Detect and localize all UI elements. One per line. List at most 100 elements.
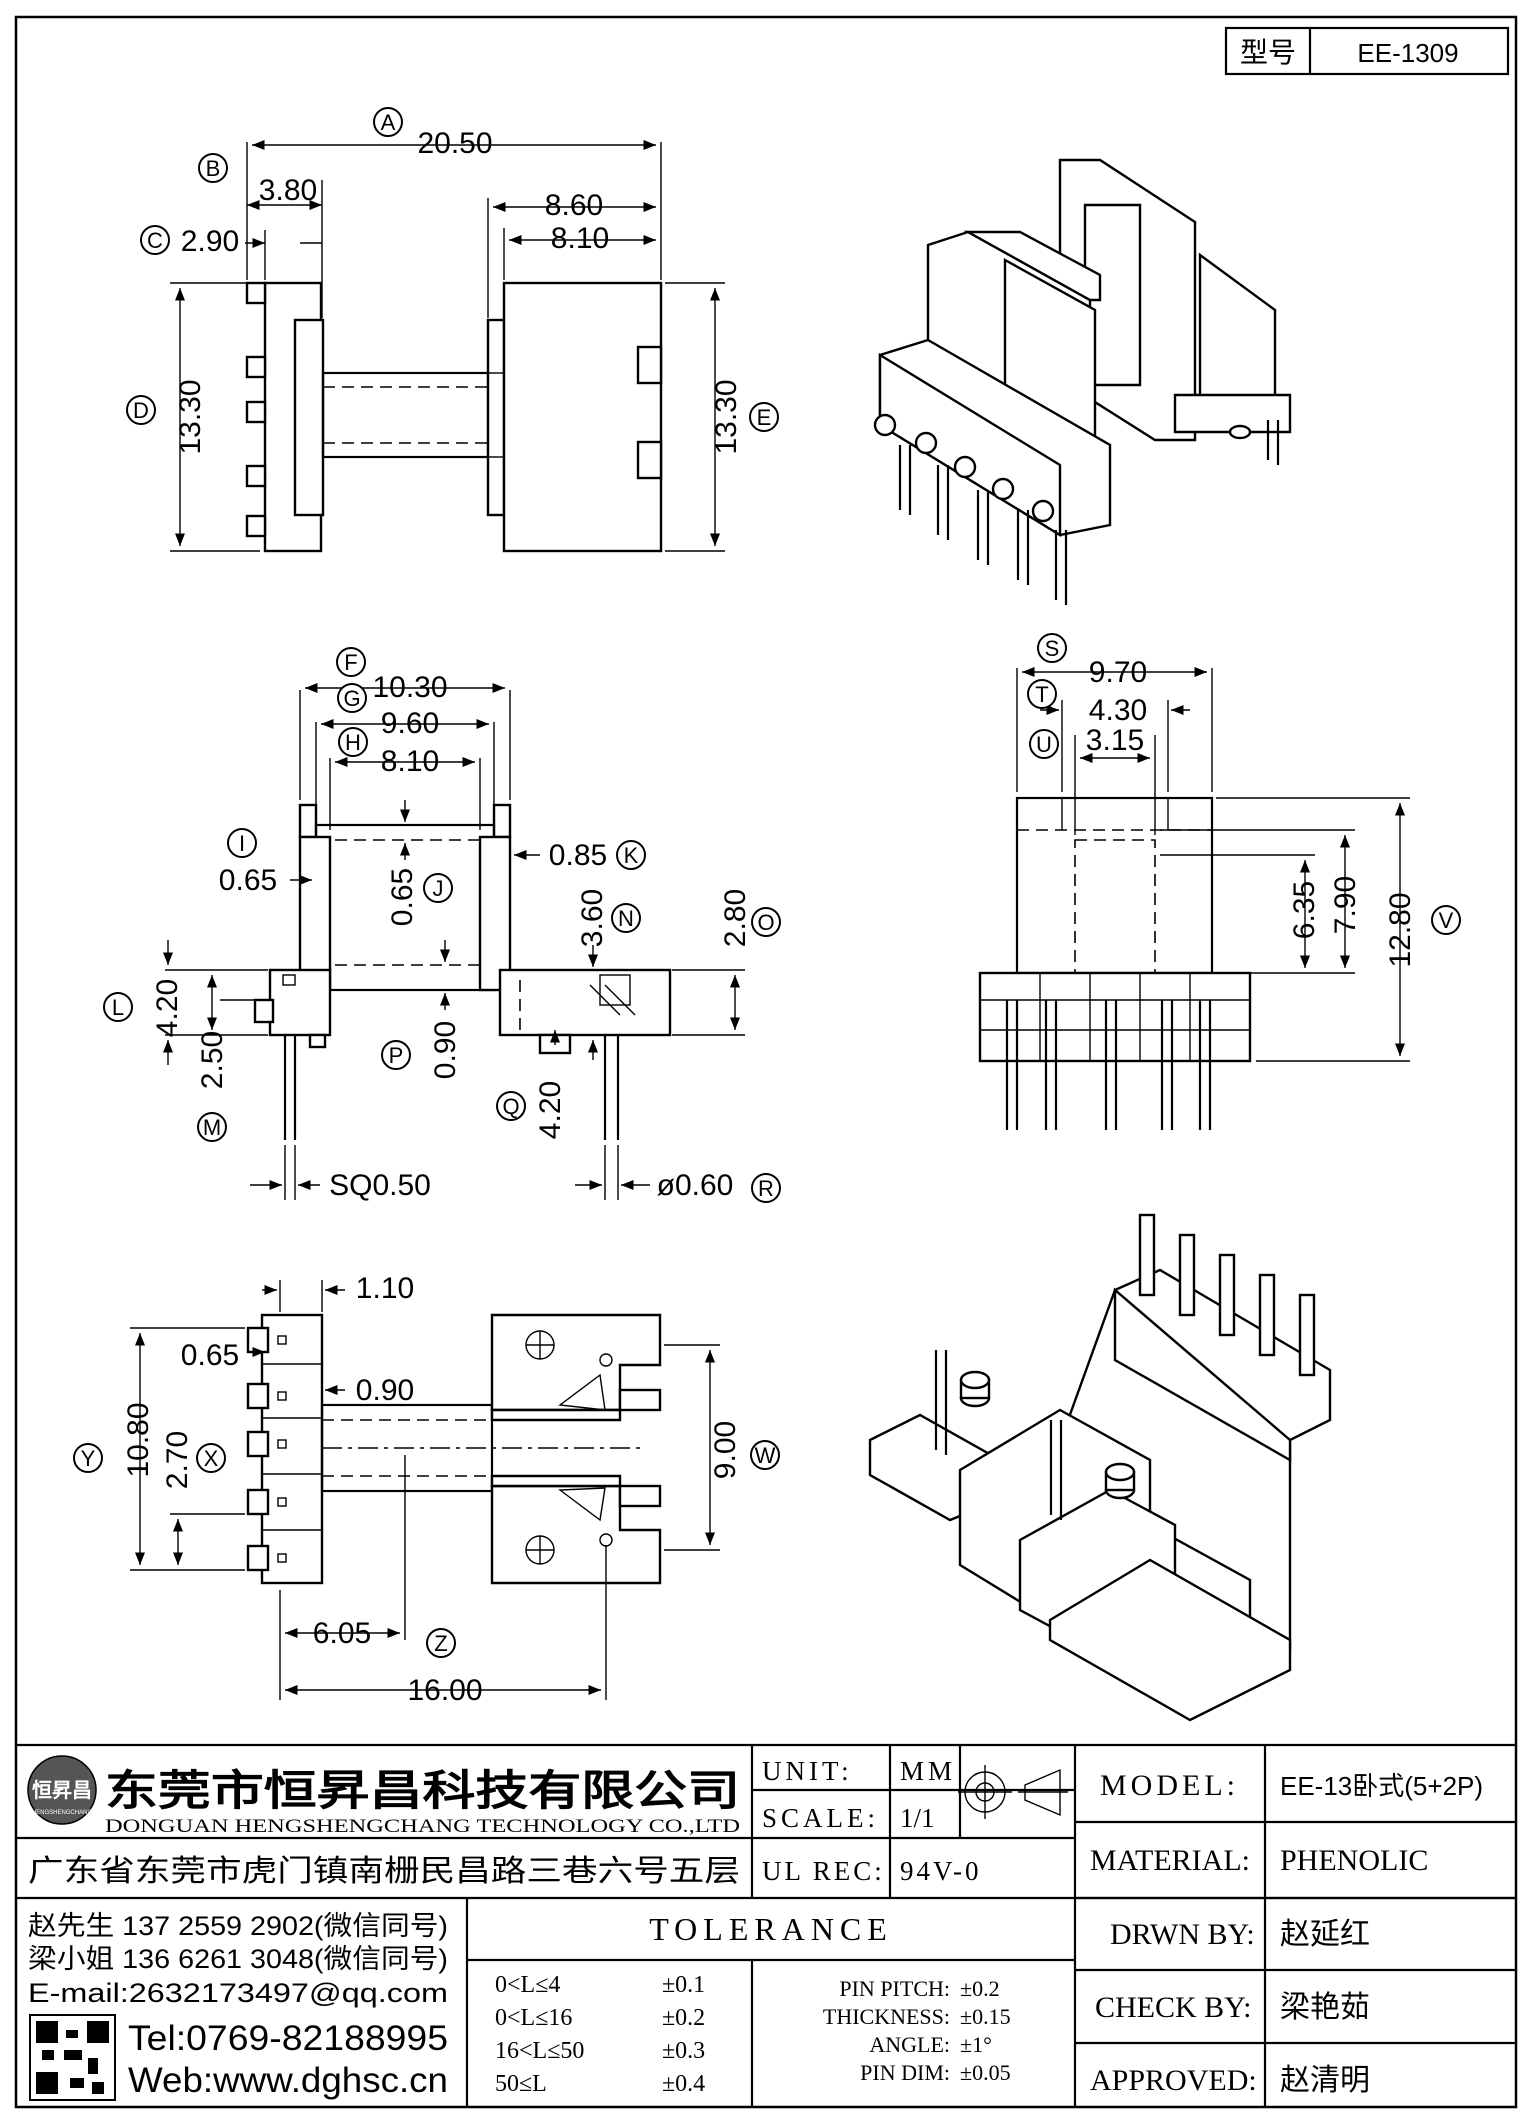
callout-label-r: R xyxy=(758,1176,774,1201)
title-block: 恒昇昌 HENGSHENGCHANG 东莞市恒昇昌科技有限公司 DONGUAN … xyxy=(16,1743,1516,2107)
company-address: 广东省东莞市虎门镇南栅民昌路三巷六号五层 xyxy=(28,1855,740,1888)
tol-item-4: PIN DIM: xyxy=(860,2060,950,2085)
callout-circle-q xyxy=(496,1091,526,1121)
callout-circle-u xyxy=(1029,729,1059,759)
dim-j-value: 0.65 xyxy=(386,868,419,926)
dim-b-value: 3.80 xyxy=(259,174,317,207)
callout-circle-i xyxy=(227,828,257,858)
tol-item-val-1: ±0.2 xyxy=(960,1976,1000,2001)
callout-label-f: F xyxy=(344,650,357,675)
tol-range-val-3: ±0.3 xyxy=(662,2038,705,2064)
drawn-by-label: DRWN BY: xyxy=(1110,1918,1255,1951)
contact-1: 赵先生 137 2559 2902(微信同号) xyxy=(28,1911,448,1941)
view3-dimensions: 10.30 9.60 8.10 0.65 0.65 0.85 4.20 2.50… xyxy=(151,671,752,1202)
callout-label-i: I xyxy=(239,831,245,856)
dim-b110-value: 1.10 xyxy=(356,1272,414,1305)
dim-r-value: ø0.60 xyxy=(657,1169,734,1202)
view-isometric-top xyxy=(873,158,1292,605)
tol-item-2: THICKNESS: xyxy=(823,2004,950,2029)
model-label: MODEL: xyxy=(1100,1769,1239,1802)
callout-label-y: Y xyxy=(81,1446,96,1471)
callout-label-t: T xyxy=(1035,682,1048,707)
callout-label-l: L xyxy=(112,995,124,1020)
callout-circle-h xyxy=(338,727,368,757)
callout-circle-b xyxy=(198,153,228,183)
model-number-box: 型号 EE-1309 xyxy=(1224,26,1510,76)
tol-item-3: ANGLE: xyxy=(869,2032,950,2057)
approved-value: 赵清明 xyxy=(1280,2064,1370,2097)
dim-top-810: 8.10 xyxy=(551,222,609,255)
view1-dimensions: 20.50 3.80 2.90 8.60 8.10 13.30 13.30 xyxy=(170,127,743,552)
contact-2: 梁小姐 136 6261 3048(微信同号) xyxy=(28,1944,448,1974)
callout-circle-s xyxy=(1037,633,1067,663)
view-end xyxy=(978,796,1252,1130)
callout-label-n: N xyxy=(618,906,634,931)
company-logo: 恒昇昌 HENGSHENGCHANG xyxy=(27,1755,97,1825)
scale-label: SCALE: xyxy=(762,1803,879,1833)
model-number-value: EE-1309 xyxy=(1357,38,1458,68)
dim-t-value: 4.30 xyxy=(1089,694,1147,727)
callout-label-v: V xyxy=(1439,908,1454,933)
dim-c-value: 2.90 xyxy=(181,225,239,258)
callout-label-x: X xyxy=(204,1446,219,1471)
dim-v3-value: 6.35 xyxy=(1288,881,1321,939)
drawn-by-value: 赵延红 xyxy=(1280,1918,1370,1951)
model-value: EE-13卧式(5+2P) xyxy=(1280,1771,1483,1801)
tol-range-1: 0<L≤4 xyxy=(495,1972,560,1998)
view-plan xyxy=(246,1313,662,1585)
dim-z1-value: 6.05 xyxy=(313,1617,371,1650)
scale-value: 1/1 xyxy=(900,1803,935,1833)
dim-a-value: 20.50 xyxy=(417,127,492,160)
callout-circle-x xyxy=(196,1443,226,1473)
dim-m-value: 2.50 xyxy=(196,1031,229,1089)
callout-circle-e xyxy=(749,402,779,432)
dim-top-860: 8.60 xyxy=(545,189,603,222)
callout-label-k: K xyxy=(624,843,639,868)
callout-circle-z xyxy=(426,1628,456,1658)
dim-u-value: 3.15 xyxy=(1086,724,1144,757)
dim-l-value: 4.20 xyxy=(151,979,184,1037)
dim-p-value: 0.90 xyxy=(429,1021,462,1079)
callout-label-z: Z xyxy=(434,1631,447,1656)
dim-g-value: 9.60 xyxy=(381,707,439,740)
callout-circle-f xyxy=(336,647,366,677)
material-label: MATERIAL: xyxy=(1090,1844,1250,1877)
model-number-key: 型号 xyxy=(1240,37,1296,68)
dim-e-value: 13.30 xyxy=(710,379,743,454)
callout-circle-l xyxy=(103,992,133,1022)
callout-circle-p xyxy=(381,1040,411,1070)
callout-label-p: P xyxy=(389,1043,404,1068)
tol-range-3: 16<L≤50 xyxy=(495,2038,584,2064)
dim-b065-value: 0.65 xyxy=(181,1339,239,1372)
callout-circle-w xyxy=(750,1440,780,1470)
callout-label-g: G xyxy=(343,686,360,711)
callout-circle-y xyxy=(73,1443,103,1473)
dim-y-value: 10.80 xyxy=(122,1402,155,1477)
tol-item-val-3: ±1° xyxy=(960,2032,992,2057)
dim-w-value: 9.00 xyxy=(709,1421,742,1479)
dim-q-value: 4.20 xyxy=(534,1081,567,1139)
tol-item-val-2: ±0.15 xyxy=(960,2004,1011,2029)
callout-label-d: D xyxy=(133,398,149,423)
view-side-elevation xyxy=(245,281,663,553)
check-by-value: 梁艳茹 xyxy=(1280,1991,1370,2024)
dim-s-value: 9.70 xyxy=(1089,656,1147,689)
callout-label-w: W xyxy=(755,1443,776,1468)
callout-label-e: E xyxy=(757,405,772,430)
tolerance-title: TOLERANCE xyxy=(649,1911,893,1947)
dim-n-value: 3.60 xyxy=(576,889,609,947)
view5-dimensions: 1.10 0.65 0.90 10.80 2.70 9.00 6.05 16.0… xyxy=(122,1272,742,1707)
callout-circle-a xyxy=(373,107,403,137)
callout-label-j: J xyxy=(433,876,444,901)
dim-h-value: 8.10 xyxy=(381,745,439,778)
dim-b090-value: 0.90 xyxy=(356,1374,414,1407)
view4-dimensions: 9.70 4.30 3.15 12.80 7.90 6.35 xyxy=(1016,656,1417,1062)
tol-range-val-2: ±0.2 xyxy=(662,2005,705,2031)
dim-i-value: 0.65 xyxy=(219,864,277,897)
tol-range-val-4: ±0.4 xyxy=(662,2071,705,2097)
projection-symbol xyxy=(958,1765,1068,1819)
callout-label-a: A xyxy=(381,110,396,135)
dim-o-value: 2.80 xyxy=(719,889,752,947)
